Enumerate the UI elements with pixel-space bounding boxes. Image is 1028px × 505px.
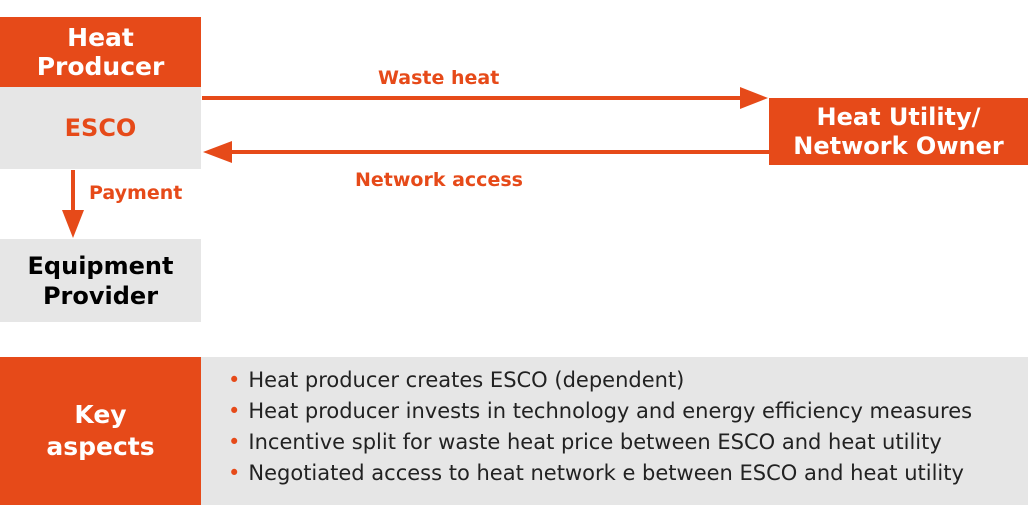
key-aspect-text: Incentive split for waste heat price bet…: [248, 430, 942, 454]
waste-heat-label: Waste heat: [378, 67, 500, 89]
bullet-icon: •: [228, 399, 241, 423]
key-aspects-list: •Heat producer creates ESCO (dependent) …: [228, 365, 1028, 489]
key-aspect-item: • Incentive split for waste heat price be…: [228, 427, 1028, 458]
waste-heat-arrow: [202, 87, 768, 109]
payment-arrow: [62, 170, 84, 238]
network-access-label: Network access: [355, 169, 523, 191]
heat-producer-label: Heat Producer: [36, 23, 165, 81]
network-access-arrow: [203, 141, 769, 163]
key-aspects-title-line1: Key: [74, 400, 127, 429]
heat-utility-label-line2: Network Owner: [793, 131, 1004, 160]
key-aspect-item: • Heat producer creates ESCO (dependent): [228, 365, 1028, 396]
equipment-provider-label-line2: Provider: [42, 281, 159, 310]
key-aspects-title-box: Key aspects: [0, 357, 201, 505]
key-aspects-list-box: •Heat producer creates ESCO (dependent) …: [201, 357, 1028, 505]
bullet-icon: •: [228, 368, 241, 392]
heat-producer-box: Heat Producer: [0, 17, 201, 87]
key-aspect-text: Negotiated access to heat network e betw…: [248, 461, 964, 485]
key-aspects-title-line2: aspects: [46, 432, 155, 461]
bullet-icon: •: [228, 430, 241, 454]
key-aspect-text: Heat producer creates ESCO (dependent): [248, 368, 685, 392]
heat-utility-box: Heat Utility/ Network Owner: [769, 98, 1028, 165]
key-aspect-item: • Heat producer invests in technology and…: [228, 396, 1028, 427]
key-aspect-text: Heat producer invests in technology and …: [248, 399, 973, 423]
payment-label: Payment: [89, 182, 183, 204]
equipment-provider-label-line1: Equipment: [27, 251, 174, 280]
equipment-provider-box: Equipment Provider: [0, 239, 201, 322]
heat-utility-label-line1: Heat Utility/: [816, 102, 981, 131]
esco-label: ESCO: [64, 114, 137, 142]
key-aspect-item: • Negotiated access to heat network e bet…: [228, 458, 1028, 489]
bullet-icon: •: [228, 461, 241, 485]
esco-box: ESCO: [0, 87, 201, 169]
